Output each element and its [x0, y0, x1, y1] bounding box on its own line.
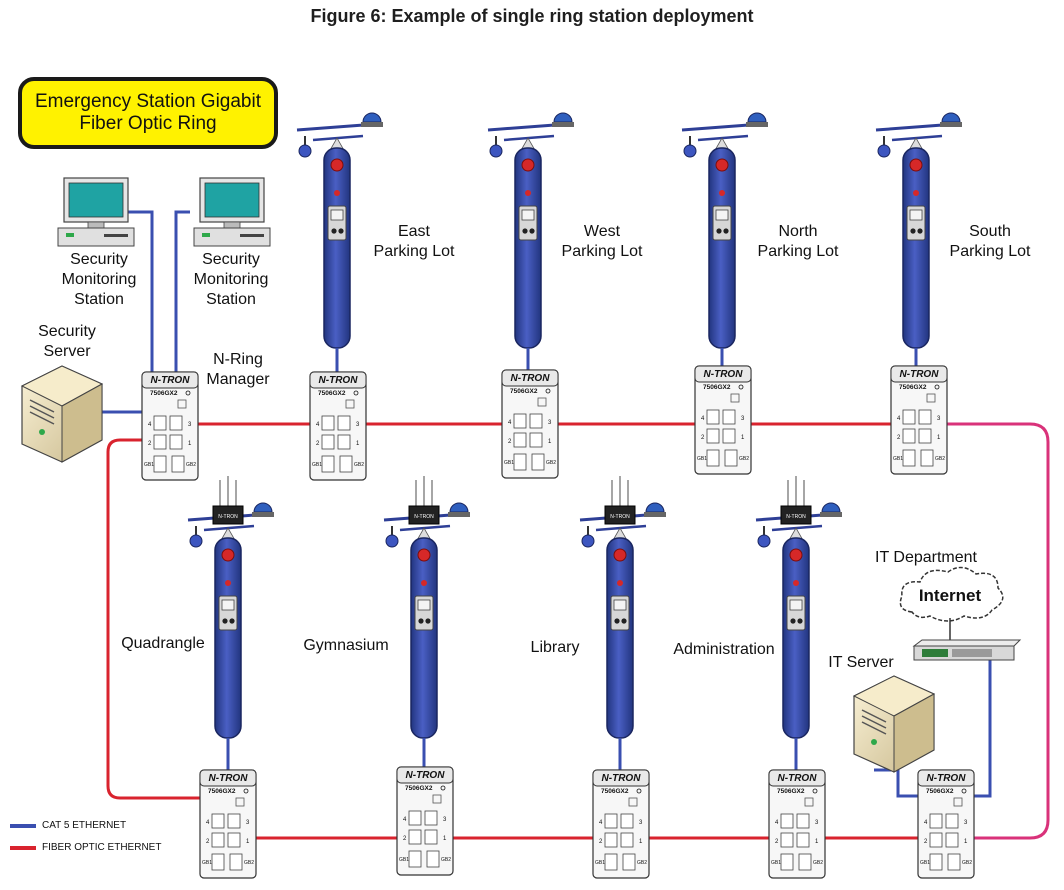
label-east-line1: East — [397, 223, 430, 240]
label-station-b: Security Monitoring Station — [186, 250, 276, 310]
label-security-server-line2: Server — [43, 343, 91, 360]
pole-gymnasium — [382, 475, 472, 768]
label-gymnasium: Gymnasium — [303, 637, 389, 654]
legend — [10, 824, 36, 850]
label-library: Library — [530, 639, 580, 656]
pole-west — [486, 111, 576, 372]
it-server-icon — [853, 675, 935, 773]
label-station-b-line1: Security — [202, 251, 260, 268]
label-west: West Parking Lot — [552, 222, 652, 262]
switch-west — [501, 369, 559, 479]
monitoring-station-a-icon — [57, 177, 135, 247]
pole-south — [874, 111, 964, 366]
label-station-a: Security Monitoring Station — [54, 250, 144, 310]
switch-quadrangle — [199, 769, 257, 879]
label-west-line2: Parking Lot — [561, 243, 643, 260]
pole-north — [680, 111, 770, 366]
label-west-line1: West — [583, 223, 621, 240]
label-south-line2: Parking Lot — [949, 243, 1031, 260]
figure-title: Figure 6: Example of single ring station… — [310, 6, 754, 26]
label-south: South Parking Lot — [940, 222, 1040, 262]
pole-library — [578, 475, 668, 770]
switch-gymnasium — [396, 766, 454, 876]
pole-quadrangle — [186, 475, 276, 770]
label-east-line2: Parking Lot — [373, 243, 455, 260]
switch-library — [592, 769, 650, 879]
label-station-b-line2: Monitoring — [193, 271, 269, 288]
monitoring-station-b-icon — [193, 177, 271, 247]
fiber-ring-return — [946, 422, 1050, 840]
label-security-server-line1: Security — [38, 323, 96, 340]
label-nring-manager-line1: N-Ring — [213, 351, 263, 368]
switch-nring-manager — [141, 371, 199, 481]
label-north-line1: North — [778, 223, 818, 240]
label-it-server: IT Server — [828, 654, 894, 671]
switch-administration — [768, 769, 826, 879]
label-quadrangle: Quadrangle — [121, 635, 205, 652]
label-internet: Internet — [918, 586, 982, 605]
security-server-icon — [21, 365, 103, 463]
pole-east — [295, 111, 385, 372]
label-south-line1: South — [969, 223, 1011, 240]
pole-administration — [754, 475, 844, 770]
label-north-line2: Parking Lot — [757, 243, 839, 260]
label-administration: Administration — [673, 641, 775, 658]
label-east: East Parking Lot — [364, 222, 464, 262]
legend-fiber-label: FIBER OPTIC ETHERNET — [42, 842, 162, 853]
internet-cloud-icon — [899, 566, 1004, 622]
callout-line-1: Emergency Station Gigabit — [34, 91, 261, 112]
it-router-icon — [912, 639, 1022, 661]
callout-line-2: Fiber Optic Ring — [79, 113, 217, 134]
label-station-a-line1: Security — [70, 251, 128, 268]
label-station-a-line3: Station — [74, 291, 124, 308]
label-station-b-line3: Station — [206, 291, 256, 308]
label-nring-manager: N-Ring Manager — [198, 350, 278, 390]
switch-east — [309, 371, 367, 481]
switch-it — [917, 769, 975, 879]
legend-cat5-label: CAT 5 ETHERNET — [42, 820, 127, 831]
label-north: North Parking Lot — [748, 222, 848, 262]
ring-callout: Emergency Station Gigabit Fiber Optic Ri… — [18, 77, 278, 149]
label-station-a-line2: Monitoring — [61, 271, 137, 288]
label-security-server: Security Server — [22, 322, 112, 362]
switch-south — [890, 365, 948, 475]
switch-north — [694, 365, 752, 475]
label-it-department: IT Department — [875, 549, 977, 566]
label-nring-manager-line2: Manager — [206, 371, 270, 388]
